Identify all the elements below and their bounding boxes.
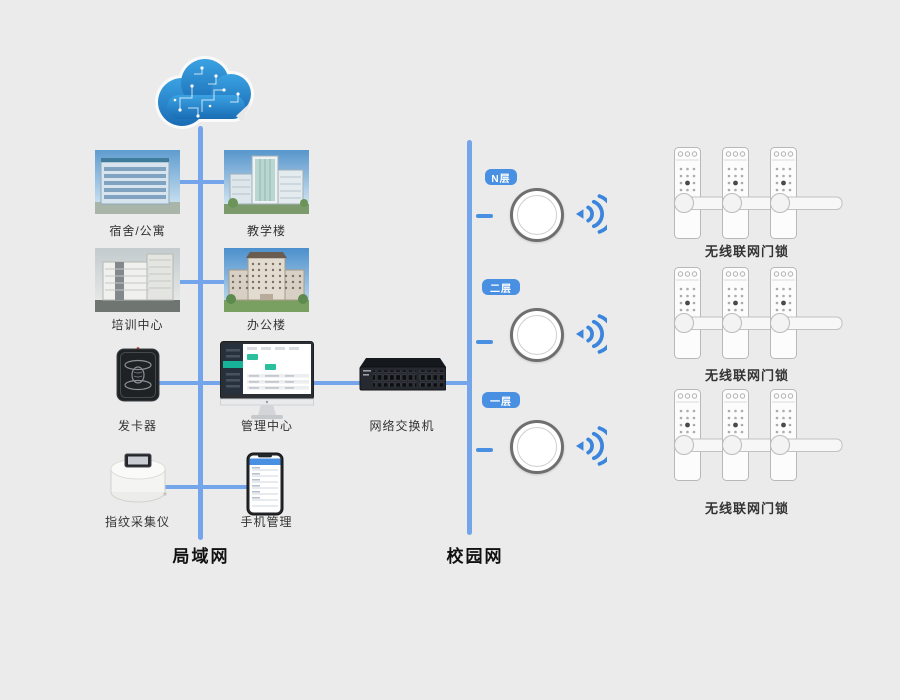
wireless-ap-icon-1: [510, 420, 564, 474]
floor-tick-n: [476, 214, 493, 218]
wireless-ap-icon-2: [510, 308, 564, 362]
campus-trunk-line: [467, 140, 472, 535]
floor-badge-1: 一层: [482, 392, 520, 408]
dormitory-label: 宿舍/公寓: [109, 224, 166, 238]
door-lock-icon: [770, 389, 855, 481]
management-label: 管理中心: [240, 419, 293, 433]
fingerprint-label: 指纹采集仪: [104, 515, 170, 529]
network-switch-device: [359, 358, 446, 391]
lan-trunk-line: [198, 126, 203, 540]
floor-tick-2: [476, 340, 493, 344]
campus-section-label: 校园网: [446, 547, 504, 566]
management-center-monitor: [220, 341, 314, 419]
wifi-signal-icon-1: [575, 424, 607, 468]
lock-group-label-3: 无线联网门锁: [704, 501, 789, 516]
training-label: 培训中心: [111, 318, 164, 332]
wifi-signal-icon-n: [575, 192, 607, 236]
branch-line-row1: [150, 180, 270, 184]
internet-cloud-icon: [155, 56, 254, 129]
floor-tick-1: [476, 448, 493, 452]
office-building-photo: [224, 248, 309, 312]
lock-group-label-2: 无线联网门锁: [704, 368, 789, 383]
teaching-building-photo: [224, 150, 309, 214]
floor-badge-2: 二层: [482, 279, 520, 295]
door-lock-icon: [770, 267, 855, 359]
wireless-ap-icon-n: [510, 188, 564, 242]
fingerprint-scanner-device: [110, 453, 167, 503]
training-center-photo: [95, 248, 180, 312]
switch-label: 网络交换机: [369, 419, 435, 433]
branch-line-row4: [140, 485, 262, 489]
branch-line-row2: [150, 280, 270, 284]
card-issuer-label: 发卡器: [117, 419, 157, 433]
teaching-label: 教学楼: [246, 224, 286, 238]
dormitory-photo: [95, 150, 180, 214]
phone-management-device: [246, 452, 284, 516]
wifi-signal-icon-2: [575, 312, 607, 356]
lan-section-label: 局域网: [172, 547, 230, 566]
floor-badge-n: N层: [485, 169, 517, 185]
card-issuer-device: [116, 347, 160, 402]
office-label: 办公楼: [246, 318, 286, 332]
phone-label: 手机管理: [240, 515, 293, 529]
lock-group-label-1: 无线联网门锁: [704, 244, 789, 259]
door-lock-icon: [770, 147, 855, 239]
